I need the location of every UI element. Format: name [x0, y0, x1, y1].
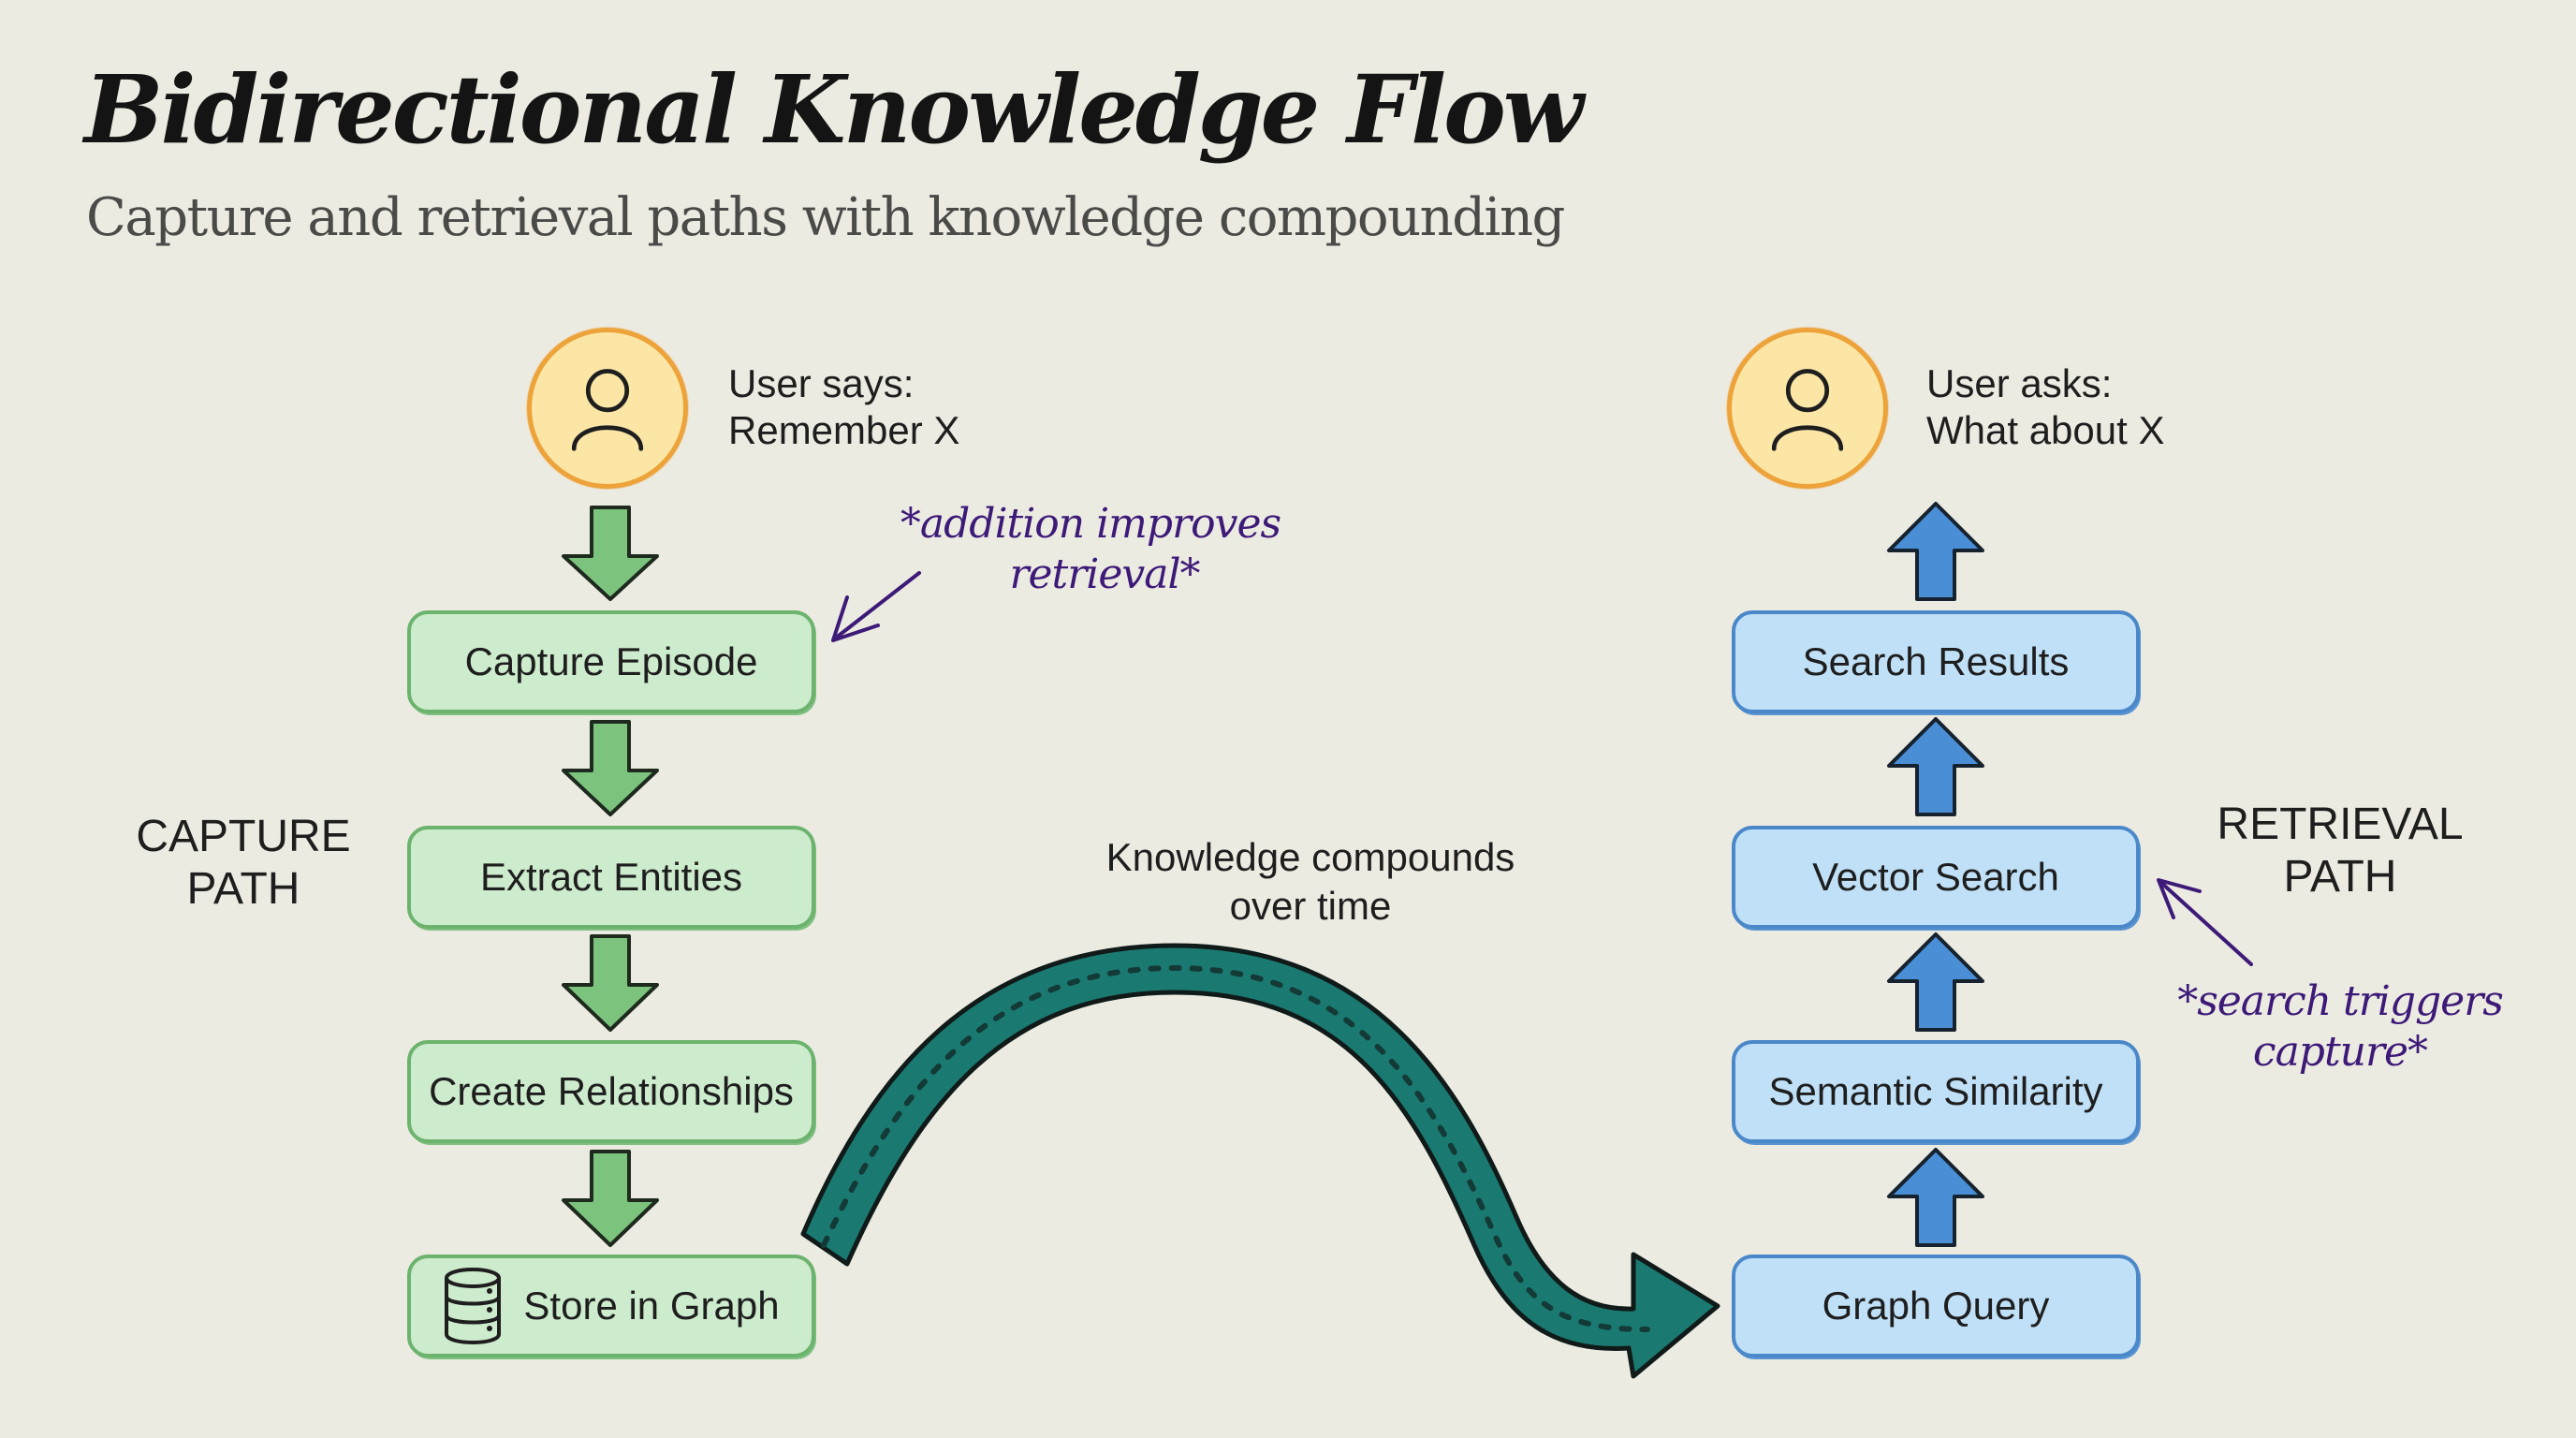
capture-step-create-relationships[interactable]: Create Relationships	[407, 1040, 815, 1143]
user-icon	[571, 369, 644, 451]
user-icon	[1771, 369, 1844, 451]
retrieval-step-graph-query[interactable]: Graph Query	[1732, 1255, 2140, 1357]
capture-user-text: User says: Remember X	[728, 361, 960, 452]
capture-step-store-in-graph[interactable]: Store in Graph	[407, 1255, 815, 1357]
retrieval-arrow-3	[1887, 932, 1984, 1032]
capture-step-extract-entities[interactable]: Extract Entities	[407, 826, 815, 929]
compounding-label: Knowledge compounds over time	[1105, 835, 1515, 928]
retrieval-arrow-2	[1887, 717, 1984, 816]
retrieval-arrow-1	[1887, 502, 1984, 601]
retrieval-step-search-results[interactable]: Search Results	[1732, 610, 2140, 713]
retrieval-path-label: RETRIEVAL PATH	[2217, 800, 2464, 902]
capture-arrow-3	[562, 934, 659, 1032]
user-avatar-capture	[527, 328, 688, 489]
capture-arrow-1	[562, 506, 659, 601]
retrieval-step-semantic-similarity[interactable]: Semantic Similarity	[1732, 1040, 2140, 1143]
database-icon	[445, 1268, 502, 1344]
retrieval-user-text: User asks: What about X	[1926, 361, 2165, 452]
retrieval-arrow-4	[1887, 1148, 1984, 1247]
knowledge-compounding-arrow	[800, 943, 1720, 1379]
retrieval-step-vector-search[interactable]: Vector Search	[1732, 826, 2140, 929]
capture-arrow-2	[562, 720, 659, 816]
user-avatar-retrieval	[1727, 328, 1888, 489]
capture-annotation: *addition improves retrieval*	[900, 500, 1281, 598]
capture-arrow-4	[562, 1150, 659, 1247]
capture-step-capture-episode[interactable]: Capture Episode	[407, 610, 815, 713]
page-subtitle: Capture and retrieval paths with knowled…	[86, 187, 1565, 248]
capture-path-label: CAPTURE PATH	[136, 812, 351, 914]
retrieval-annotation: *search triggers capture*	[2177, 977, 2504, 1076]
page-title: Bidirectional Knowledge Flow	[84, 54, 1584, 165]
